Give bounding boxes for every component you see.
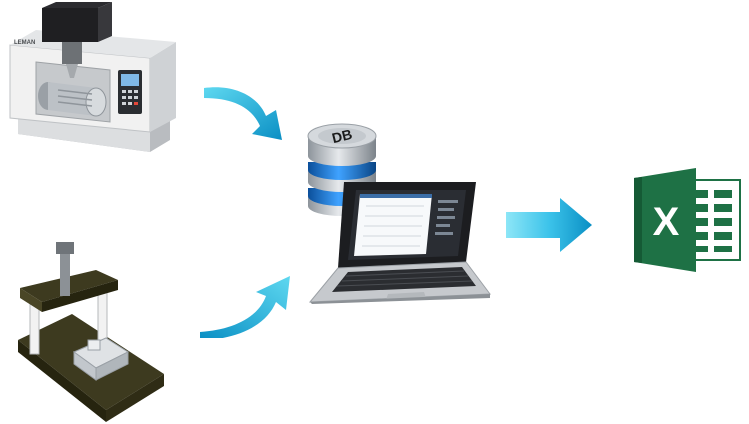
laptop-icon [308, 182, 491, 304]
flow-arrow-bottom [200, 276, 290, 338]
cnc-logo-text: LEMAN [14, 40, 35, 46]
flow-arrow-right [506, 198, 592, 252]
flow-arrow-top [204, 87, 282, 140]
cnc-machine-icon: LEMAN [9, 2, 176, 152]
database-label: DB [330, 126, 354, 146]
coordinate-measuring-machine-icon [18, 242, 164, 422]
excel-icon: X [634, 168, 741, 272]
excel-letter: X [653, 200, 680, 244]
